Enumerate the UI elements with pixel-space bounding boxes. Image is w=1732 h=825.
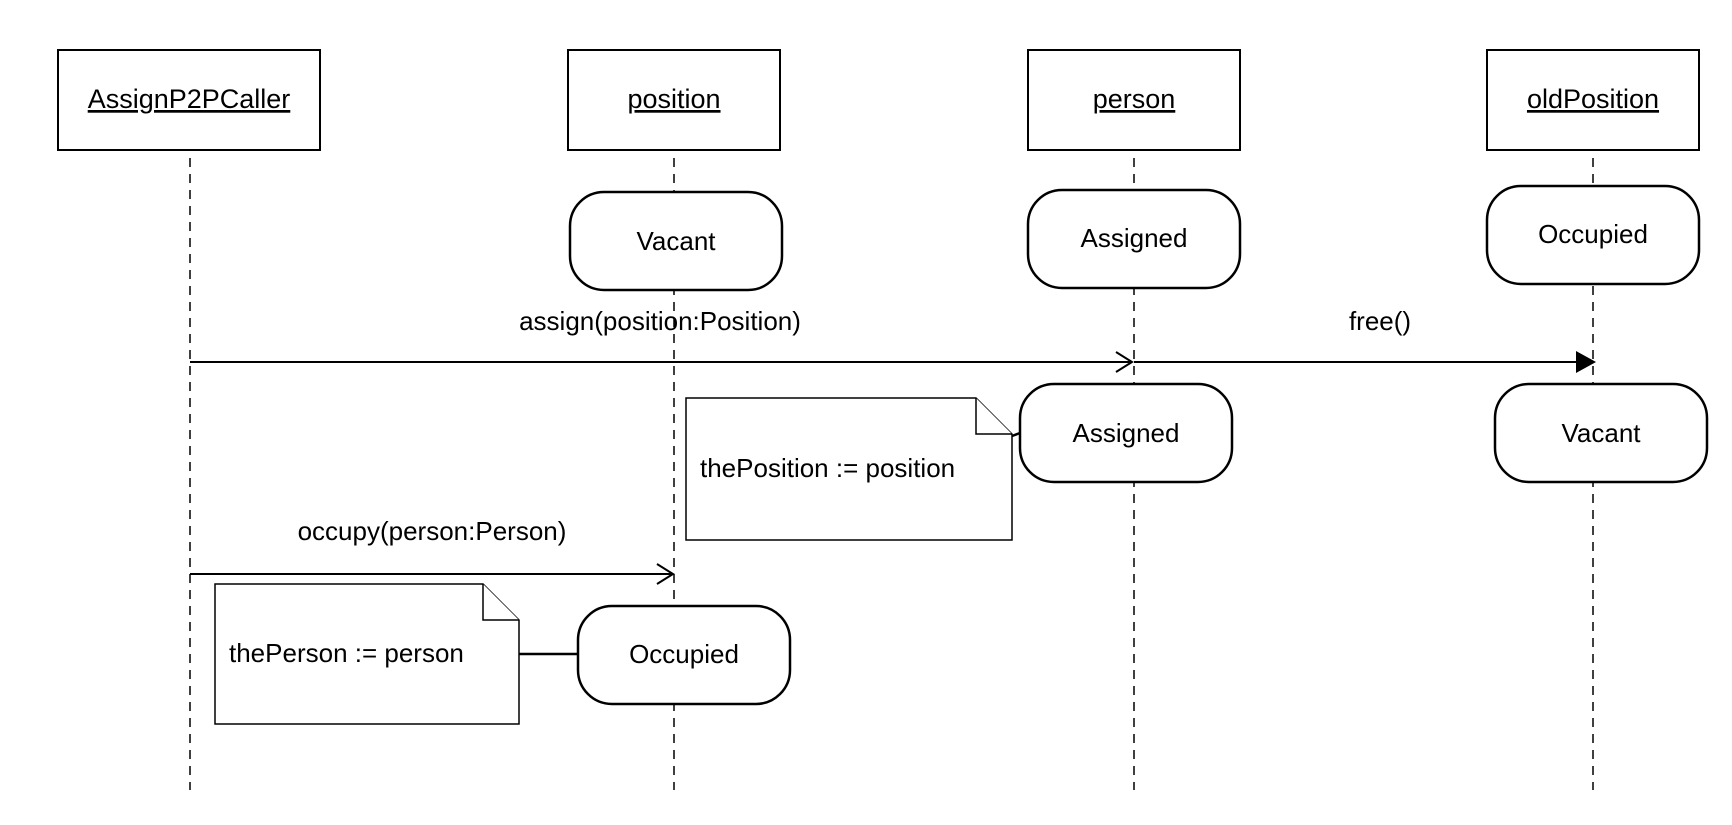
filled-arrowhead-icon <box>1576 351 1596 373</box>
object-position-label: position <box>627 84 720 114</box>
state-label: Occupied <box>1538 219 1648 249</box>
object-caller-label: AssignP2PCaller <box>88 84 291 114</box>
object-person[interactable]: person <box>1027 49 1241 151</box>
object-position[interactable]: position <box>567 49 781 151</box>
state-position-occupied[interactable]: Occupied <box>576 604 792 706</box>
note-position-connector <box>1011 431 1021 438</box>
state-label: Assigned <box>1073 418 1180 448</box>
object-oldposition[interactable]: oldPosition <box>1486 49 1700 151</box>
state-person-assigned[interactable]: Assigned <box>1026 188 1242 290</box>
state-label: Occupied <box>629 639 739 669</box>
state-oldposition-occupied[interactable]: Occupied <box>1485 184 1701 286</box>
object-oldposition-label: oldPosition <box>1527 84 1659 114</box>
message-free-label: free() <box>1349 306 1411 336</box>
state-oldposition-vacant[interactable]: Vacant <box>1493 382 1709 484</box>
object-caller[interactable]: AssignP2PCaller <box>57 49 321 151</box>
note-position[interactable]: thePosition := position <box>685 397 1013 541</box>
state-label: Assigned <box>1081 223 1188 253</box>
state-label: Vacant <box>1561 418 1641 448</box>
note-person[interactable]: thePerson := person <box>214 583 520 725</box>
state-label: Vacant <box>636 226 716 256</box>
state-person-assigned-after[interactable]: Assigned <box>1018 382 1234 484</box>
message-occupy-label: occupy(person:Person) <box>298 516 567 546</box>
message-assign-label: assign(position:Position) <box>519 306 801 336</box>
object-person-label: person <box>1093 84 1176 114</box>
note-person-text: thePerson := person <box>229 638 464 668</box>
state-position-vacant[interactable]: Vacant <box>568 190 784 292</box>
open-arrowhead-icon <box>1115 351 1134 373</box>
open-arrowhead-icon <box>656 563 675 585</box>
note-position-text: thePosition := position <box>700 453 955 483</box>
